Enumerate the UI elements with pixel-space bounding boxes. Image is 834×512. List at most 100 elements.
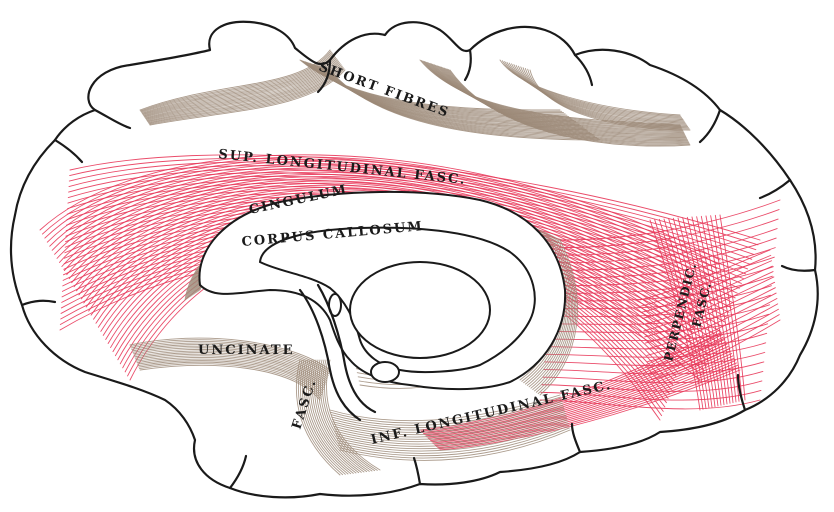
fibre-inferior <box>335 415 567 445</box>
sulcus-line <box>53 138 84 164</box>
fibre-perpendicular <box>641 265 773 319</box>
fibre-cingulum <box>530 246 571 389</box>
fibre-inferior <box>330 398 562 426</box>
fibre-uncinate <box>314 359 365 473</box>
fibre-uncinate <box>310 359 360 474</box>
fibre-sup-longitudinal <box>63 176 705 304</box>
fibre-sup-longitudinal <box>68 168 753 260</box>
fibre-short <box>140 50 332 112</box>
fibre-uncinate <box>130 340 330 374</box>
fibre-perpendicular <box>705 215 737 403</box>
fibre-uncinate <box>318 359 370 472</box>
fibre-inferior <box>331 400 563 429</box>
fibre-sup-longitudinal <box>39 154 721 261</box>
fibre-short <box>522 67 689 127</box>
fibre-inferior <box>331 402 563 431</box>
sulcus-line <box>228 454 248 490</box>
fibre-occipital <box>549 304 770 325</box>
fibre-occipital <box>547 323 769 341</box>
fibre-sup-longitudinal <box>51 165 713 283</box>
label-uncinate: UNCINATE <box>198 343 295 358</box>
fibre-uncinate <box>316 359 368 473</box>
fibre-sup-longitudinal <box>66 178 703 309</box>
fibre-perpendicular <box>700 215 734 404</box>
fibre-occipital <box>555 237 777 271</box>
fibre-short <box>149 68 345 125</box>
fibre-uncinate <box>295 359 341 476</box>
fibre-inferior <box>336 417 567 447</box>
fibre-inf-longitudinal <box>423 336 724 434</box>
sulcus-line <box>758 178 792 200</box>
fibre-short <box>141 52 333 113</box>
fibre-inferior <box>334 411 566 440</box>
fibre-inf-longitudinal <box>433 357 735 445</box>
fibre-perpendicular <box>658 218 707 410</box>
fibre-occipital <box>554 247 776 279</box>
fibre-short <box>504 61 682 118</box>
fibre-inferior <box>337 421 569 452</box>
fibre-sup-longitudinal <box>78 189 695 330</box>
fibre-uncinate <box>132 345 328 380</box>
fibre-inferior <box>338 425 570 457</box>
fibre-occipital <box>557 218 779 256</box>
fibre-occipital <box>541 380 763 392</box>
sulcus-line <box>93 108 132 130</box>
fibre-perpendicular <box>654 219 704 410</box>
fibre-perpendicular <box>710 215 740 402</box>
fibre-sup-longitudinal <box>68 161 757 251</box>
fibre-uncinate <box>303 359 352 475</box>
fibre-short <box>524 68 689 129</box>
fibre-uncinate <box>137 360 323 396</box>
fibre-occipital <box>556 228 778 264</box>
fibre-short <box>513 64 686 123</box>
fibre-inferior <box>336 419 568 450</box>
fibre-inf-longitudinal <box>439 369 741 451</box>
fibre-uncinate <box>312 359 362 473</box>
fibre-uncinate <box>134 352 326 387</box>
sulcus-line <box>573 53 594 87</box>
fibre-uncinate <box>322 359 376 472</box>
fibre-short <box>511 63 685 122</box>
fibre-uncinate <box>138 363 322 399</box>
fibre-perpendicular <box>691 216 728 405</box>
fibre-perpendicular <box>668 218 713 408</box>
fibre-perpendicular <box>719 214 746 401</box>
sulcus-line <box>780 264 817 272</box>
fibre-sup-longitudinal <box>66 186 742 284</box>
fibre-cingulum <box>539 239 578 396</box>
fibre-short <box>520 66 688 126</box>
fibre-uncinate <box>133 347 327 382</box>
fibre-inf-longitudinal <box>425 341 727 437</box>
fibre-occipital <box>559 199 781 241</box>
fibre-inferior <box>333 408 565 438</box>
fibre-sup-longitudinal <box>68 165 755 255</box>
fibre-perpendicular <box>648 314 780 375</box>
fibre-sup-longitudinal <box>49 163 714 278</box>
fibre-inferior <box>338 427 570 459</box>
sulcus-line <box>463 48 472 82</box>
sulcus-line <box>698 108 722 144</box>
fibre-short <box>449 69 691 147</box>
fibre-uncinate <box>320 359 373 472</box>
fibre-sup-longitudinal <box>69 154 761 241</box>
sulcus-line <box>570 422 582 454</box>
fibre-short <box>499 59 681 116</box>
fibre-sup-longitudinal <box>44 158 718 270</box>
fibre-perpendicular <box>640 254 772 307</box>
fibre-perpendicular <box>696 216 731 404</box>
fibre-short <box>148 67 344 124</box>
fibre-uncinate <box>130 339 330 373</box>
fibre-inferior <box>337 423 569 454</box>
fibre-uncinate <box>326 359 381 471</box>
fibre-uncinate <box>131 342 329 376</box>
fibre-perpendicular <box>644 281 776 338</box>
fibre-sup-longitudinal <box>69 158 759 246</box>
fibre-inferior <box>333 406 564 436</box>
fibre-inferior <box>332 404 564 433</box>
fibre-perpendicular <box>643 276 775 332</box>
fornix-line <box>298 288 362 422</box>
fibre-short <box>508 62 684 121</box>
fibre-short <box>501 60 682 117</box>
fibre-uncinate <box>138 361 322 397</box>
fibre-uncinate <box>131 344 329 378</box>
